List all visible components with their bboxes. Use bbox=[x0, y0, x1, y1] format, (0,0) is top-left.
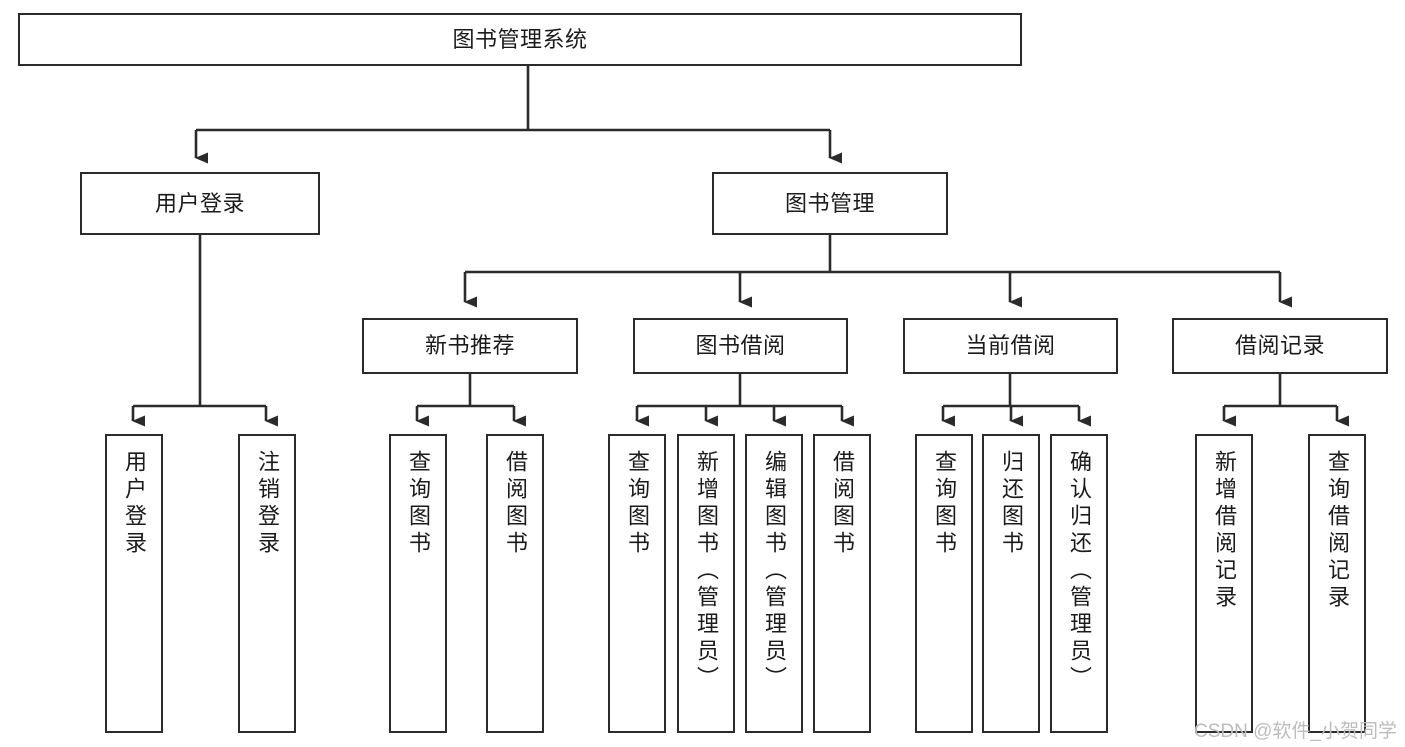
node-book-management[interactable]: 图书管理 bbox=[712, 172, 948, 235]
leaf-current-borrow-return-book[interactable]: 归还图书 bbox=[982, 434, 1040, 733]
leaf-borrow-record-query-record[interactable]: 查询借阅记录 bbox=[1308, 434, 1366, 733]
node-label: 用户登录 bbox=[154, 190, 245, 216]
node-borrow-record[interactable]: 借阅记录 bbox=[1172, 318, 1388, 374]
leaf-current-borrow-query-book[interactable]: 查询图书 bbox=[915, 434, 973, 733]
node-user-login[interactable]: 用户登录 bbox=[80, 172, 320, 235]
node-label: 注销登录 bbox=[255, 450, 280, 558]
node-label: 借阅记录 bbox=[1234, 333, 1325, 359]
node-label: 编辑图书（管理员） bbox=[762, 450, 787, 693]
node-label: 用户登录 bbox=[122, 450, 147, 558]
node-new-book-recommend[interactable]: 新书推荐 bbox=[362, 318, 578, 374]
leaf-new-book-borrow-book[interactable]: 借阅图书 bbox=[486, 434, 544, 733]
node-root-book-management-system[interactable]: 图书管理系统 bbox=[18, 13, 1022, 66]
node-book-borrow[interactable]: 图书借阅 bbox=[633, 318, 848, 374]
leaf-new-book-query-book[interactable]: 查询图书 bbox=[389, 434, 447, 733]
node-label: 新增图书（管理员） bbox=[694, 450, 719, 693]
node-label: 查询图书 bbox=[932, 450, 957, 558]
node-label: 归还图书 bbox=[999, 450, 1024, 558]
node-label: 查询图书 bbox=[625, 450, 650, 558]
node-label: 查询图书 bbox=[406, 450, 431, 558]
node-label: 新书推荐 bbox=[424, 333, 515, 359]
node-label: 新增借阅记录 bbox=[1212, 450, 1237, 612]
node-label: 当前借阅 bbox=[965, 333, 1056, 359]
node-label: 图书管理系统 bbox=[452, 26, 588, 52]
node-current-borrow[interactable]: 当前借阅 bbox=[903, 318, 1118, 374]
leaf-book-borrow-query-book[interactable]: 查询图书 bbox=[608, 434, 666, 733]
node-label: 图书管理 bbox=[784, 190, 875, 216]
leaf-book-borrow-add-book-admin[interactable]: 新增图书（管理员） bbox=[677, 434, 735, 733]
node-label: 图书借阅 bbox=[695, 333, 786, 359]
node-label: 借阅图书 bbox=[503, 450, 528, 558]
leaf-borrow-record-add-record[interactable]: 新增借阅记录 bbox=[1195, 434, 1253, 733]
leaf-book-borrow-borrow-book[interactable]: 借阅图书 bbox=[813, 434, 871, 733]
node-label: 借阅图书 bbox=[830, 450, 855, 558]
leaf-user-login-login[interactable]: 用户登录 bbox=[105, 434, 163, 733]
leaf-current-borrow-confirm-return-admin[interactable]: 确认归还（管理员） bbox=[1050, 434, 1108, 733]
node-label: 查询借阅记录 bbox=[1325, 450, 1350, 612]
node-label: 确认归还（管理员） bbox=[1067, 450, 1092, 693]
leaf-user-login-logout[interactable]: 注销登录 bbox=[238, 434, 296, 733]
leaf-book-borrow-edit-book-admin[interactable]: 编辑图书（管理员） bbox=[745, 434, 803, 733]
